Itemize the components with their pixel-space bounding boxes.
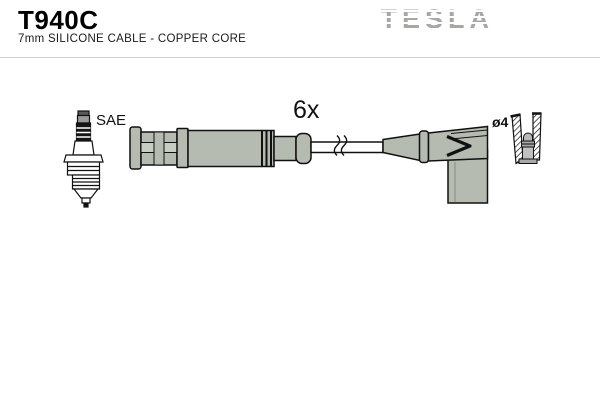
- spark-plug-taper: [72, 188, 100, 199]
- spark-plug-insulator: [72, 140, 95, 156]
- cable-break-mark-1: [333, 135, 341, 156]
- straight-boot-icon: [129, 126, 312, 170]
- cable-break-mark-2: [340, 135, 348, 156]
- terminal-pin-base: [518, 158, 538, 164]
- terminal-cross-section-icon: [510, 112, 542, 165]
- angled-boot-entry: [382, 133, 421, 162]
- section-left-wall: [511, 113, 524, 165]
- boot-flange: [129, 126, 142, 170]
- boot-neck-bar: [153, 131, 165, 166]
- spark-plug-hex-body: [66, 161, 101, 176]
- cable-line: [310, 141, 384, 154]
- diameter-label: ø4: [492, 114, 509, 130]
- terminal-pin-body: [522, 146, 534, 160]
- angled-boot-collar: [418, 130, 430, 164]
- terminal-pin-dome: [523, 132, 533, 142]
- quantity-label: 6x: [293, 96, 320, 124]
- product-subtitle: 7mm SILICONE CABLE - COPPER CORE: [18, 33, 247, 45]
- boot-end-cap: [295, 132, 312, 165]
- spark-plug-icon: [63, 110, 104, 208]
- spark-plug-electrode: [81, 197, 91, 204]
- section-right-wall: [532, 112, 542, 161]
- angled-boot-icon: [382, 125, 489, 204]
- boot-step-neck: [273, 135, 297, 162]
- angled-boot-horizontal: [427, 125, 489, 162]
- spark-plug-flange: [63, 154, 104, 163]
- spark-plug-tip: [83, 202, 89, 208]
- ignition-cable-icon: [310, 135, 384, 156]
- spark-plug-terminal: [76, 114, 91, 124]
- boot-collar: [176, 127, 189, 169]
- header-divider: [0, 57, 600, 58]
- angled-boot-chevron: [446, 135, 472, 157]
- sae-label: SAE: [96, 112, 126, 129]
- spark-plug-terminal-cap: [77, 110, 90, 117]
- part-number: T940C: [18, 5, 99, 35]
